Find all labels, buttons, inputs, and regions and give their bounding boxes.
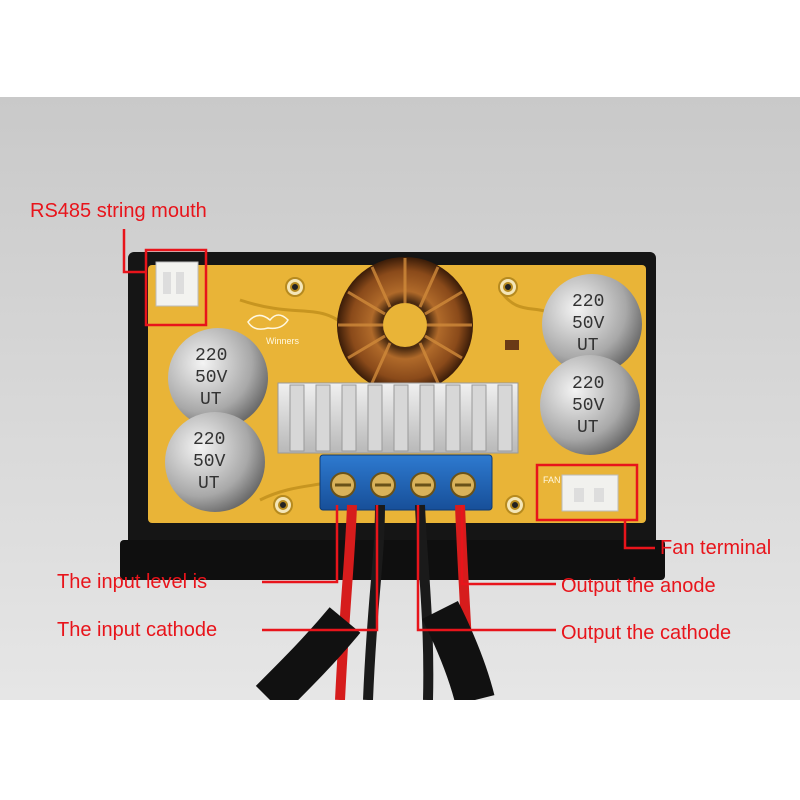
- screw-terminal-block: [319, 454, 493, 511]
- svg-text:50V: 50V: [195, 368, 228, 388]
- svg-text:50V: 50V: [572, 396, 605, 416]
- svg-text:220: 220: [572, 292, 604, 312]
- rs485-port-label: RS485 string mouth: [30, 200, 207, 222]
- svg-text:220: 220: [193, 430, 225, 450]
- svg-text:UT: UT: [577, 418, 599, 438]
- svg-text:UT: UT: [577, 336, 599, 356]
- svg-text:50V: 50V: [572, 314, 605, 334]
- heatsink: [277, 382, 519, 454]
- capacitor-top-left: 220 50V UT: [168, 328, 268, 428]
- fan-highlight-box: [535, 463, 639, 522]
- output-negative-label: Output the cathode: [561, 622, 732, 644]
- fan-connector: [561, 474, 619, 512]
- capacitor-bottom-left: 220 50V UT: [165, 412, 265, 512]
- silkscreen-brand: Winners: [266, 336, 300, 346]
- capacitor-top-right: 220 50V UT: [542, 274, 642, 374]
- product-photo: Winners 220: [0, 97, 800, 700]
- output-positive-label: Output the anode: [561, 575, 716, 597]
- input-positive-label: The input level is: [57, 571, 208, 593]
- input-negative-label: The input cathode: [57, 619, 218, 641]
- leader-lines: [122, 229, 655, 632]
- svg-text:220: 220: [195, 346, 227, 366]
- fan-terminal-label: Fan terminal: [660, 537, 772, 559]
- svg-text:220: 220: [572, 374, 604, 394]
- rs485-highlight-box: [144, 248, 208, 327]
- svg-text:50V: 50V: [193, 452, 226, 472]
- silkscreen-fan: FAN: [543, 475, 561, 485]
- svg-text:UT: UT: [198, 474, 220, 494]
- svg-text:UT: UT: [200, 390, 222, 410]
- capacitor-bottom-right: 220 50V UT: [540, 355, 640, 455]
